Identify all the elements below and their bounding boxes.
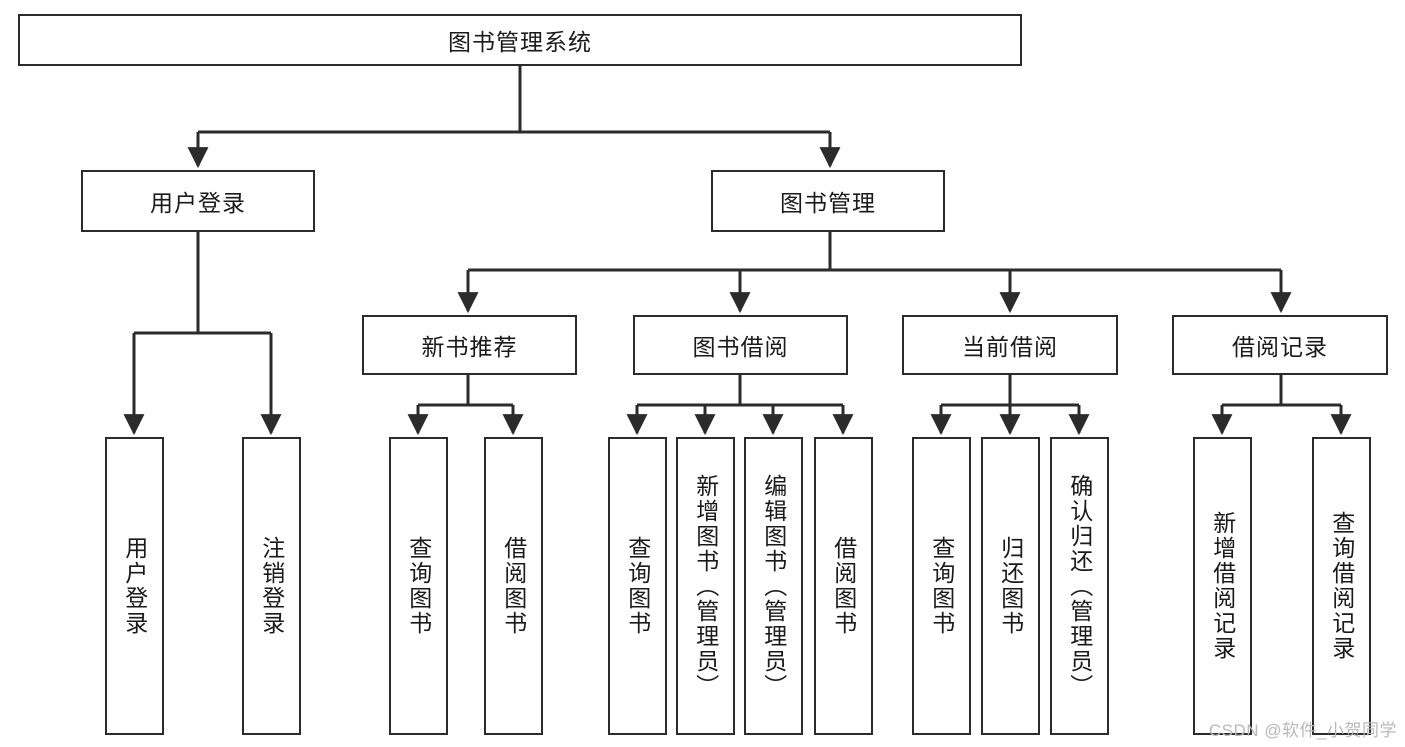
node-root-book-management-system[interactable]: 图书管理系统: [18, 14, 1022, 66]
leaf-query-borrow-record[interactable]: 查询借阅记录: [1312, 437, 1371, 735]
leaf-edit-book-admin[interactable]: 编辑图书（管理员）: [744, 437, 803, 735]
node-borrowing-records[interactable]: 借阅记录: [1172, 315, 1388, 375]
leaf-user-login[interactable]: 用户登录: [105, 437, 164, 735]
leaf-query-books-current[interactable]: 查询图书: [912, 437, 971, 735]
leaf-add-borrow-record[interactable]: 新增借阅记录: [1193, 437, 1252, 735]
leaf-query-books-borrow[interactable]: 查询图书: [608, 437, 667, 735]
leaf-logout[interactable]: 注销登录: [242, 437, 301, 735]
leaf-borrow-books[interactable]: 借阅图书: [814, 437, 873, 735]
leaf-query-books-new[interactable]: 查询图书: [389, 437, 448, 735]
leaf-borrow-books-new[interactable]: 借阅图书: [484, 437, 543, 735]
leaf-return-books[interactable]: 归还图书: [981, 437, 1040, 735]
leaf-add-book-admin[interactable]: 新增图书（管理员）: [676, 437, 735, 735]
leaf-confirm-return-admin[interactable]: 确认归还（管理员）: [1050, 437, 1109, 735]
node-current-borrowing[interactable]: 当前借阅: [902, 315, 1118, 375]
node-book-borrowing[interactable]: 图书借阅: [633, 315, 848, 375]
node-book-management[interactable]: 图书管理: [711, 170, 945, 232]
node-new-book-recommendation[interactable]: 新书推荐: [362, 315, 577, 375]
node-user-login[interactable]: 用户登录: [81, 170, 315, 232]
